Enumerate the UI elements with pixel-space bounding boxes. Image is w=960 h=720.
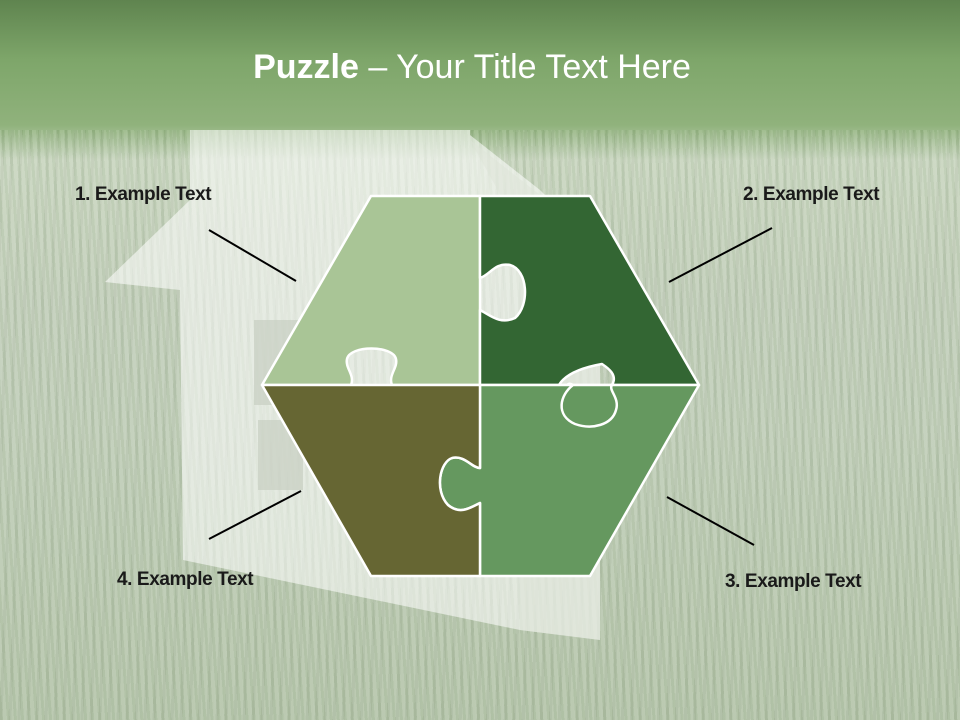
label-2: 2. Example Text	[743, 184, 880, 205]
title-separator: –	[358, 48, 397, 86]
label-1: 1. Example Text	[75, 184, 212, 205]
leader-line-4	[208, 490, 302, 540]
label-3: 3. Example Text	[725, 571, 862, 592]
puzzle-piece-1	[260, 194, 482, 387]
puzzle-socket	[560, 383, 619, 428]
slide-title: Puzzle – Your Title Text Here	[0, 48, 944, 87]
leader-line-2	[668, 227, 773, 283]
title-bold: Puzzle	[253, 48, 359, 86]
leader-line-3	[666, 496, 755, 546]
label-4: 4. Example Text	[117, 569, 254, 590]
title-rest: Your Title Text Here	[396, 48, 691, 86]
puzzle-piece-2	[478, 194, 701, 407]
puzzle-piece-4	[260, 383, 482, 578]
leader-line-1	[208, 229, 297, 282]
